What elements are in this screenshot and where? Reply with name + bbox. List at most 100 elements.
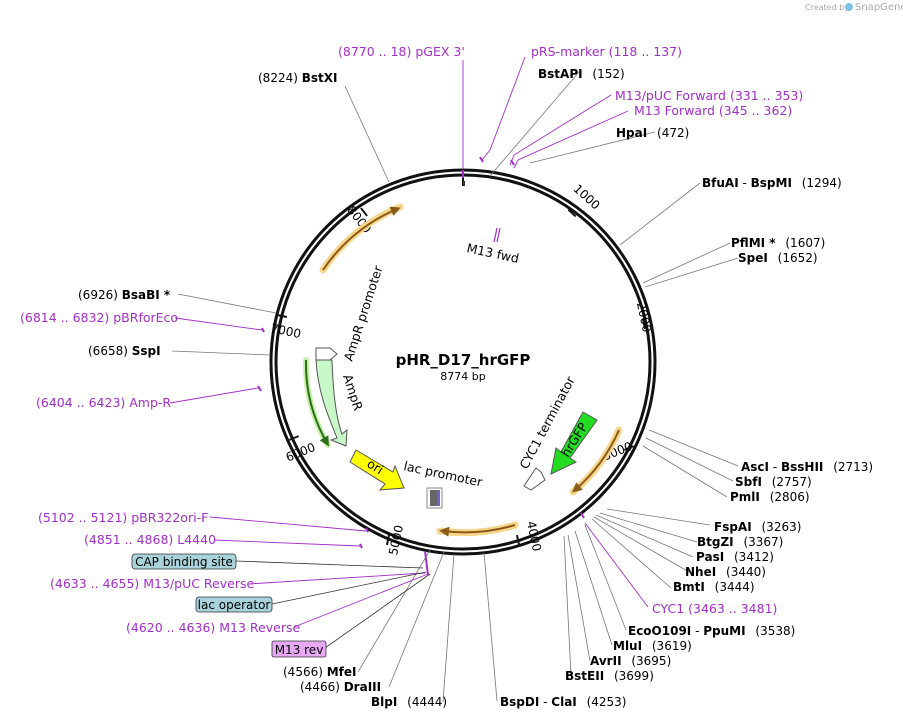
enzyme-name: BstAPI bbox=[538, 67, 583, 81]
enzyme-name: MfeI bbox=[327, 665, 357, 679]
size-tick: 7000 bbox=[269, 313, 302, 341]
primer-range: (4851 .. 4868) bbox=[84, 532, 177, 547]
ori-feature: ori bbox=[349, 449, 405, 491]
enzyme-name: SspI bbox=[132, 344, 161, 358]
orf-arrows bbox=[302, 203, 623, 537]
enzyme-position: (4566) bbox=[283, 665, 327, 679]
primer-label: (5102 .. 5121) pBR322ori-F bbox=[38, 510, 208, 525]
enzyme-position: (4444) bbox=[403, 695, 447, 709]
enzyme-name: FspAI bbox=[714, 520, 752, 534]
m13-fwd-label: M13 fwd bbox=[465, 240, 520, 266]
enzyme-position: (3695) bbox=[628, 654, 672, 668]
primer-range: (3463 .. 3481) bbox=[688, 601, 777, 616]
enzyme-label: BstEII (3699) bbox=[565, 669, 654, 683]
snapgene-logo-icon bbox=[845, 3, 853, 11]
enzyme-position: (3263) bbox=[758, 520, 802, 534]
primer-label: (4620 .. 4636) M13 Reverse bbox=[126, 620, 300, 635]
enzyme-position: (4253) bbox=[583, 695, 627, 709]
primer-label: (6814 .. 6832) pBRforEco bbox=[20, 310, 178, 325]
enzyme-name: AscI bbox=[741, 460, 769, 474]
enzyme-label: PasI (3412) bbox=[696, 550, 774, 564]
enzyme-position: (6658) bbox=[88, 344, 132, 358]
enzyme-position: (2757) bbox=[768, 475, 812, 489]
primer-name: CYC1 bbox=[652, 601, 688, 616]
enzyme-label: FspAI (3263) bbox=[714, 520, 801, 534]
enzyme-position: (3440) bbox=[722, 565, 766, 579]
primer-label: pRS-marker (118 .. 137) bbox=[531, 44, 682, 59]
enzyme-position: (472) bbox=[653, 126, 689, 140]
enzyme-name: PmlI bbox=[730, 490, 760, 504]
primer-range: (6814 .. 6832) bbox=[20, 310, 113, 325]
primer-range: (331 .. 353) bbox=[730, 88, 803, 103]
enzyme-star: * bbox=[160, 288, 171, 302]
enzyme-position: (2806) bbox=[766, 490, 810, 504]
size-tick: 2000 bbox=[634, 301, 654, 334]
cyc1-terminator-arrow bbox=[523, 467, 546, 491]
primer-range: (4633 .. 4655) bbox=[50, 576, 143, 591]
enzyme-name: NheI bbox=[685, 565, 716, 579]
enzyme-name: PflMI bbox=[731, 236, 765, 250]
enzyme-name: BspDI bbox=[500, 695, 539, 709]
enzyme-name: BfuAI bbox=[702, 176, 739, 190]
enzyme-name-2: ClaI bbox=[551, 695, 576, 709]
enzyme-label: (6658) SspI bbox=[88, 344, 161, 358]
enzyme-position: (3538) bbox=[752, 624, 796, 638]
cap-binding-site-label: CAP binding site bbox=[135, 555, 233, 569]
enzyme-label: BmtI (3444) bbox=[673, 580, 755, 594]
primer-name: pBRforEco bbox=[113, 310, 178, 325]
enzyme-name: SbfI bbox=[735, 475, 762, 489]
lac-region-outline bbox=[426, 487, 443, 509]
size-tick: 5000 bbox=[385, 524, 406, 557]
brand-created-by: Created by bbox=[805, 3, 849, 12]
m13-fwd-feature: M13 fwd bbox=[465, 227, 520, 266]
enzyme-label: MluI (3619) bbox=[613, 639, 692, 653]
enzyme-label: (4466) DraIII bbox=[300, 680, 381, 694]
enzyme-leader-lines bbox=[171, 71, 739, 703]
enzyme-label: NheI (3440) bbox=[685, 565, 766, 579]
enzyme-label: AscI - BssHII (2713) bbox=[741, 460, 873, 474]
brand-name: SnapGene bbox=[855, 2, 903, 13]
size-tick-label: 4000 bbox=[524, 520, 544, 553]
enzyme-position: (8224) bbox=[258, 71, 302, 85]
enzyme-name: BsaBI bbox=[122, 288, 160, 302]
primer-name: M13/pUC Forward bbox=[615, 88, 730, 103]
enzyme-name-2: BspMI bbox=[751, 176, 792, 190]
enzyme-label: PflMI * (1607) bbox=[731, 236, 825, 250]
enzyme-position: (2713) bbox=[829, 460, 873, 474]
enzyme-name: SpeI bbox=[738, 251, 768, 265]
lac-operator-label: lac operator bbox=[198, 598, 271, 612]
enzyme-name: AvrII bbox=[590, 654, 622, 668]
primer-name: M13 Reverse bbox=[219, 620, 300, 635]
enzyme-position: (6926) bbox=[78, 288, 122, 302]
primer-label: CYC1 (3463 .. 3481) bbox=[652, 601, 777, 616]
enzyme-name: BmtI bbox=[673, 580, 705, 594]
enzyme-position: (3444) bbox=[711, 580, 755, 594]
primer-name: Amp-R bbox=[129, 395, 171, 410]
primer-leader-lines bbox=[169, 56, 649, 628]
enzyme-position: (3412) bbox=[730, 550, 774, 564]
plasmid-length: 8774 bp bbox=[440, 370, 485, 383]
enzyme-label: (6926) BsaBI * bbox=[78, 288, 171, 302]
enzyme-name: HpaI bbox=[616, 126, 647, 140]
enzyme-label: SpeI (1652) bbox=[738, 251, 818, 265]
enzyme-name: BstEII bbox=[565, 669, 604, 683]
primer-labels: (8770 .. 18) pGEX 3'pRS-marker (118 .. 1… bbox=[20, 44, 803, 635]
lac-operator-box: lac operator bbox=[195, 596, 273, 613]
enzyme-label: PmlI (2806) bbox=[730, 490, 810, 504]
hrgfp-feature: hrGFP CYC1 terminator bbox=[516, 373, 598, 491]
enzyme-label: (4566) MfeI bbox=[283, 665, 356, 679]
cap-binding-site-box: CAP binding site bbox=[131, 553, 237, 570]
ampr-feature: AmpR promoter AmpR bbox=[315, 263, 386, 447]
enzyme-name: BstXI bbox=[302, 71, 338, 85]
enzyme-label: BstAPI (152) bbox=[538, 67, 625, 81]
lac-promoter-block bbox=[430, 490, 437, 506]
primer-label: (6404 .. 6423) Amp-R bbox=[36, 395, 171, 410]
lac-operator-block bbox=[437, 490, 440, 506]
primer-name: M13/pUC Reverse bbox=[143, 576, 254, 591]
size-tick-label: 5000 bbox=[386, 524, 406, 557]
primer-label: M13 Forward (345 .. 362) bbox=[634, 103, 792, 118]
primer-range: (8770 .. 18) bbox=[338, 44, 415, 59]
primer-range: (4620 .. 4636) bbox=[126, 620, 219, 635]
primer-range: (118 .. 137) bbox=[609, 44, 682, 59]
